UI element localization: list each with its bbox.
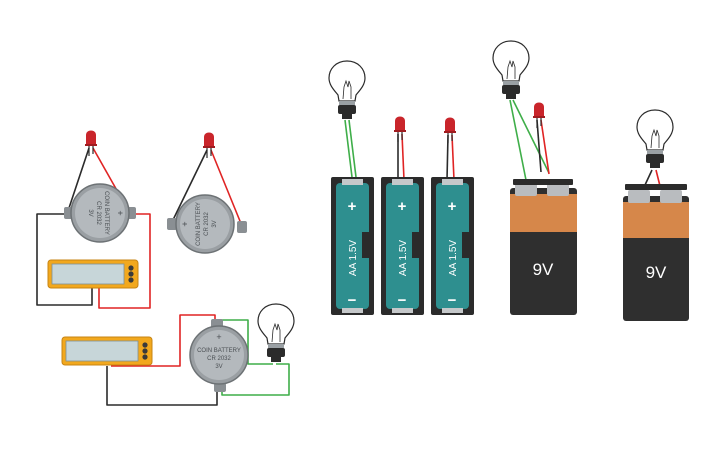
coin-cell-battery-3[interactable]: + COIN BATTERY CR 2032 3V <box>189 319 249 392</box>
led-5[interactable] <box>532 101 546 129</box>
aa-battery-2[interactable]: + − AA 1.5V <box>381 177 424 315</box>
light-bulb-4[interactable] <box>636 109 674 169</box>
light-bulb-1[interactable] <box>257 303 295 363</box>
led-3[interactable] <box>393 115 407 143</box>
aa-1-minus: − <box>348 292 357 309</box>
coin-cell-3-voltage: 3V <box>215 364 222 370</box>
light-bulb-2[interactable] <box>328 60 366 120</box>
coin-cell-1-label: COIN BATTERY <box>103 191 109 235</box>
coin-cell-battery-2[interactable]: + COIN BATTERY CR 2032 3V <box>167 194 247 254</box>
aa-2-minus: − <box>398 292 407 309</box>
coin-cell-2-plus: + <box>180 221 190 226</box>
nine-volt-battery-2[interactable]: 9V <box>623 184 689 321</box>
aa-battery-3[interactable]: + − AA 1.5V <box>431 177 474 315</box>
nine-volt-1-label: 9V <box>533 260 554 279</box>
coin-cell-1-plus: + <box>115 210 125 215</box>
coin-cell-3-model: CR 2032 <box>207 356 231 362</box>
coin-cell-2-voltage: 3V <box>212 220 218 227</box>
multimeter-1[interactable] <box>47 259 139 289</box>
coin-cell-1-voltage: 3V <box>87 209 93 216</box>
nine-volt-2-label: 9V <box>646 263 667 282</box>
led-4[interactable] <box>443 116 457 144</box>
light-bulb-icon <box>257 303 295 363</box>
aa-3-plus: + <box>448 198 457 215</box>
coin-cell-3-label: COIN BATTERY <box>197 348 241 354</box>
aa-1-plus: + <box>348 198 357 215</box>
coin-cell-battery-1[interactable]: + COIN BATTERY CR 2032 3V <box>64 183 136 243</box>
aa-2-label: AA 1.5V <box>398 240 409 276</box>
multimeter-2[interactable] <box>61 336 153 366</box>
coin-cell-2-label: COIN BATTERY <box>196 202 202 246</box>
aa-1-label: AA 1.5V <box>348 240 359 276</box>
aa-2-plus: + <box>398 198 407 215</box>
aa-3-label: AA 1.5V <box>448 240 459 276</box>
aa-3-minus: − <box>448 292 457 309</box>
aa-battery-1[interactable]: + − AA 1.5V <box>331 177 374 315</box>
coin-cell-3-plus: + <box>216 332 221 342</box>
coin-cell-1-model: CR 2032 <box>95 201 101 225</box>
light-bulb-3[interactable] <box>492 40 530 100</box>
nine-volt-battery-1[interactable]: 9V <box>510 179 577 315</box>
coin-cell-2-model: CR 2032 <box>204 212 210 236</box>
